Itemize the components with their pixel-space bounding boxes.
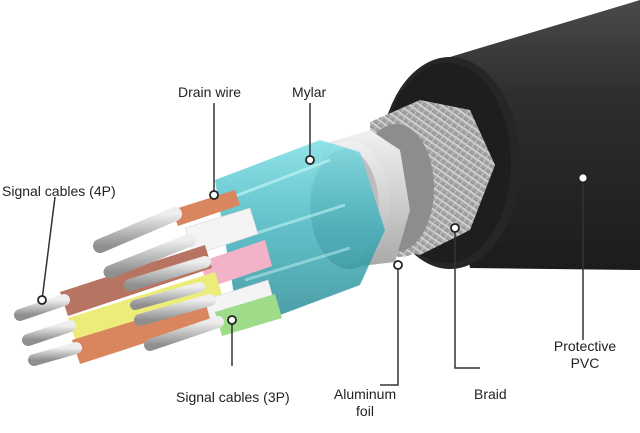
protective-pvc-label-line1: Protective [546, 338, 624, 355]
mylar-label: Mylar [292, 84, 326, 101]
protective-pvc-label-line2: PVC [546, 355, 624, 372]
protective-pvc-label: Protective PVC [546, 338, 624, 372]
aluminum-foil-label-line2: foil [330, 403, 400, 420]
signal-cables-3p-label: Signal cables (3P) [176, 389, 290, 406]
aluminum-foil-label: Aluminum foil [330, 386, 400, 420]
signal-cables-4p-label: Signal cables (4P) [2, 183, 116, 200]
braid-label: Braid [474, 386, 507, 403]
aluminum-foil-label-line1: Aluminum [330, 386, 400, 403]
drain-wire-label: Drain wire [178, 84, 241, 101]
